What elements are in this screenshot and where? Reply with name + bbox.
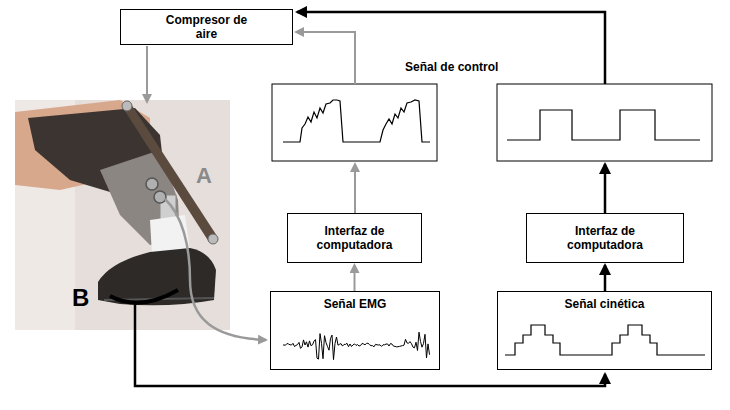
box-label: Señal EMG [324, 297, 387, 311]
control-line [354, 164, 356, 213]
control-square-wave [507, 110, 700, 140]
control-line [604, 164, 607, 213]
kinetic-wire [135, 304, 605, 386]
prosthesis-photo [15, 100, 230, 330]
box-label: Compresor de aire [162, 13, 252, 41]
control-line [297, 12, 605, 84]
control-box [272, 84, 437, 161]
box-label: Interfaz de computadora [550, 224, 660, 252]
control-line [296, 32, 355, 84]
emg-waveform [283, 332, 430, 359]
signal-title: Señal de control [405, 60, 498, 74]
connector-arrow [604, 265, 607, 291]
air-line [146, 46, 148, 102]
control-box [497, 84, 712, 161]
foot-sensor [110, 290, 178, 303]
interface-box: Interfaz de computadora [526, 213, 684, 263]
interface-box: Interfaz de computadora [287, 213, 422, 263]
box-label: Señal cinética [564, 297, 644, 311]
signal-box: Señal EMG [270, 291, 440, 370]
box-label: Interfaz de computadora [300, 224, 410, 252]
kinetic-waveform [505, 325, 705, 355]
connector-arrow [354, 265, 356, 291]
signal-box: Señal cinética [497, 291, 712, 370]
compressor-box: Compresor de aire [120, 9, 293, 45]
control-waveform [283, 100, 430, 142]
callout-letter: A [196, 163, 212, 189]
callout-letter: B [72, 284, 89, 312]
emg-wire [165, 199, 266, 340]
